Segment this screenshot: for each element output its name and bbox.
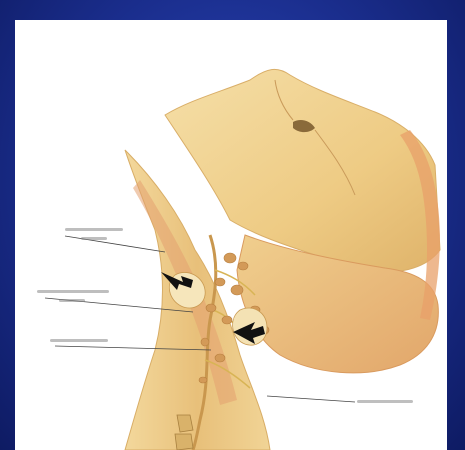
neck-anatomy-illustration: [15, 20, 447, 450]
figure-panel: [15, 20, 447, 450]
head-upper-region: [165, 69, 440, 271]
